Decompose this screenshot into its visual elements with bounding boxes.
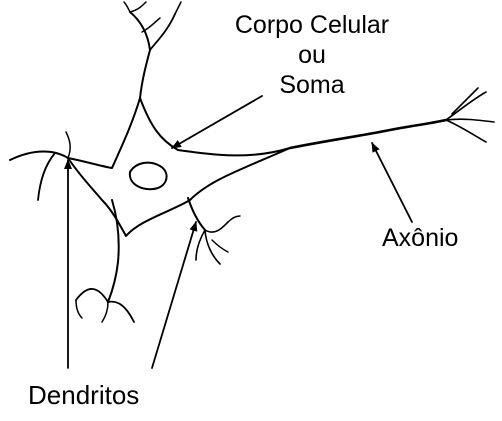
dendrite-lower-branch-a [76, 289, 108, 302]
axon-terminal [446, 88, 494, 142]
soma-label-line2: ou [207, 40, 417, 70]
axon-label: Axônio [382, 226, 458, 251]
dendrite-top-branch-b [124, 2, 146, 12]
axon-line [290, 120, 446, 148]
nucleus [130, 163, 167, 190]
dendrite-lower-branch-b [108, 302, 134, 322]
dendrite-right-lower-branch-b [212, 216, 240, 252]
soma-arrow [172, 96, 262, 148]
dendrite-left-branch-a [38, 153, 55, 200]
dendrites-label: Dendritos [28, 382, 139, 408]
dendrite-top-branch-a [150, 14, 175, 50]
dendrite-top [130, 12, 150, 98]
dendrite-right-lower-branch-a [196, 222, 228, 264]
dendrite-left-branch-b [66, 132, 70, 158]
axon-arrow [372, 143, 412, 222]
dendrite-left [10, 152, 68, 161]
soma-label: Corpo Celular ou Soma [207, 10, 417, 100]
dendrite-right-lower [188, 198, 205, 230]
cell-body-outline [68, 98, 290, 236]
soma-label-line1: Corpo Celular [207, 10, 417, 40]
dendrite-lower-branch-c [76, 300, 108, 322]
dendrite-arrow-right [152, 222, 196, 368]
soma-label-line3: Soma [207, 70, 417, 100]
dendrite-top-branch-c [142, 2, 181, 32]
